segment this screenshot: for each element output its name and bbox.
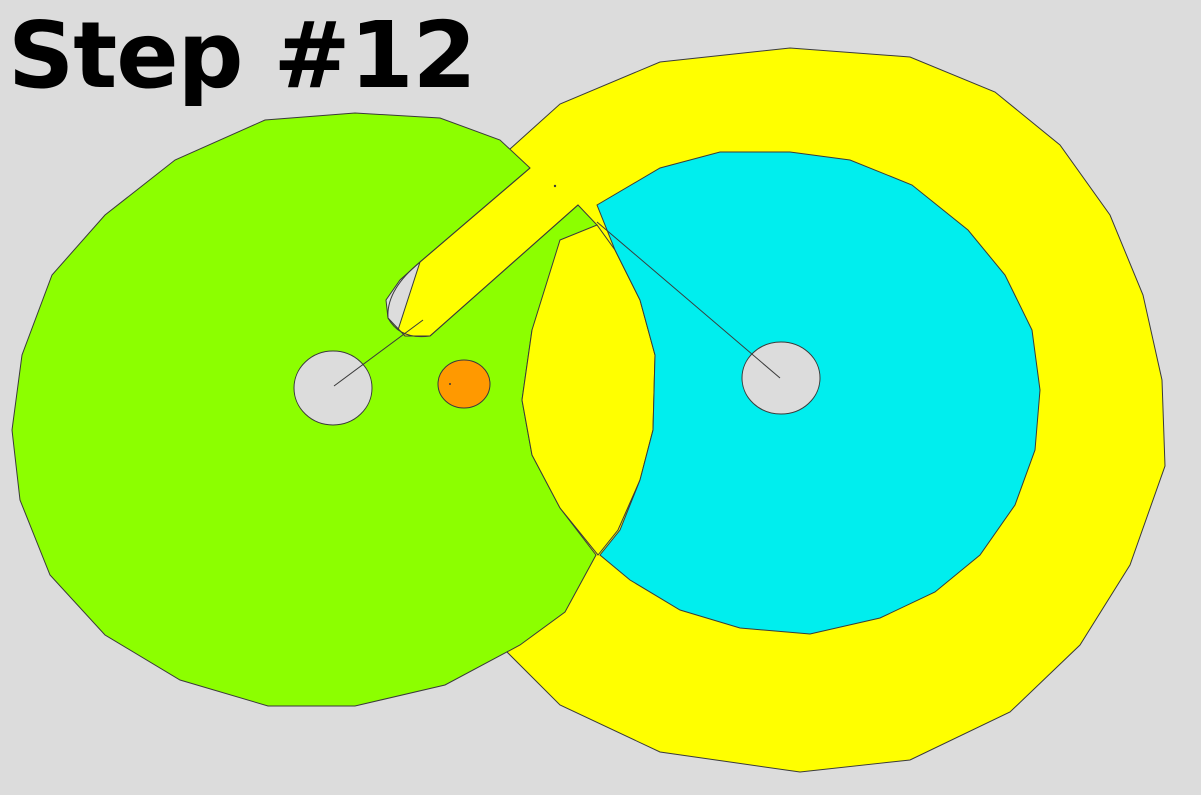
green-radius-line (333, 319, 424, 387)
yellow-radius-line (596, 221, 781, 379)
orange-pin (437, 359, 491, 409)
pin-center-dot (449, 383, 451, 385)
marker-dot (553, 184, 557, 188)
page-title: Step #12 (8, 2, 477, 109)
slot-outline (387, 167, 579, 338)
green-disc-hole (293, 350, 373, 426)
cyan-inner-disc (596, 151, 1041, 635)
yellow-wheel-hole (741, 341, 821, 415)
